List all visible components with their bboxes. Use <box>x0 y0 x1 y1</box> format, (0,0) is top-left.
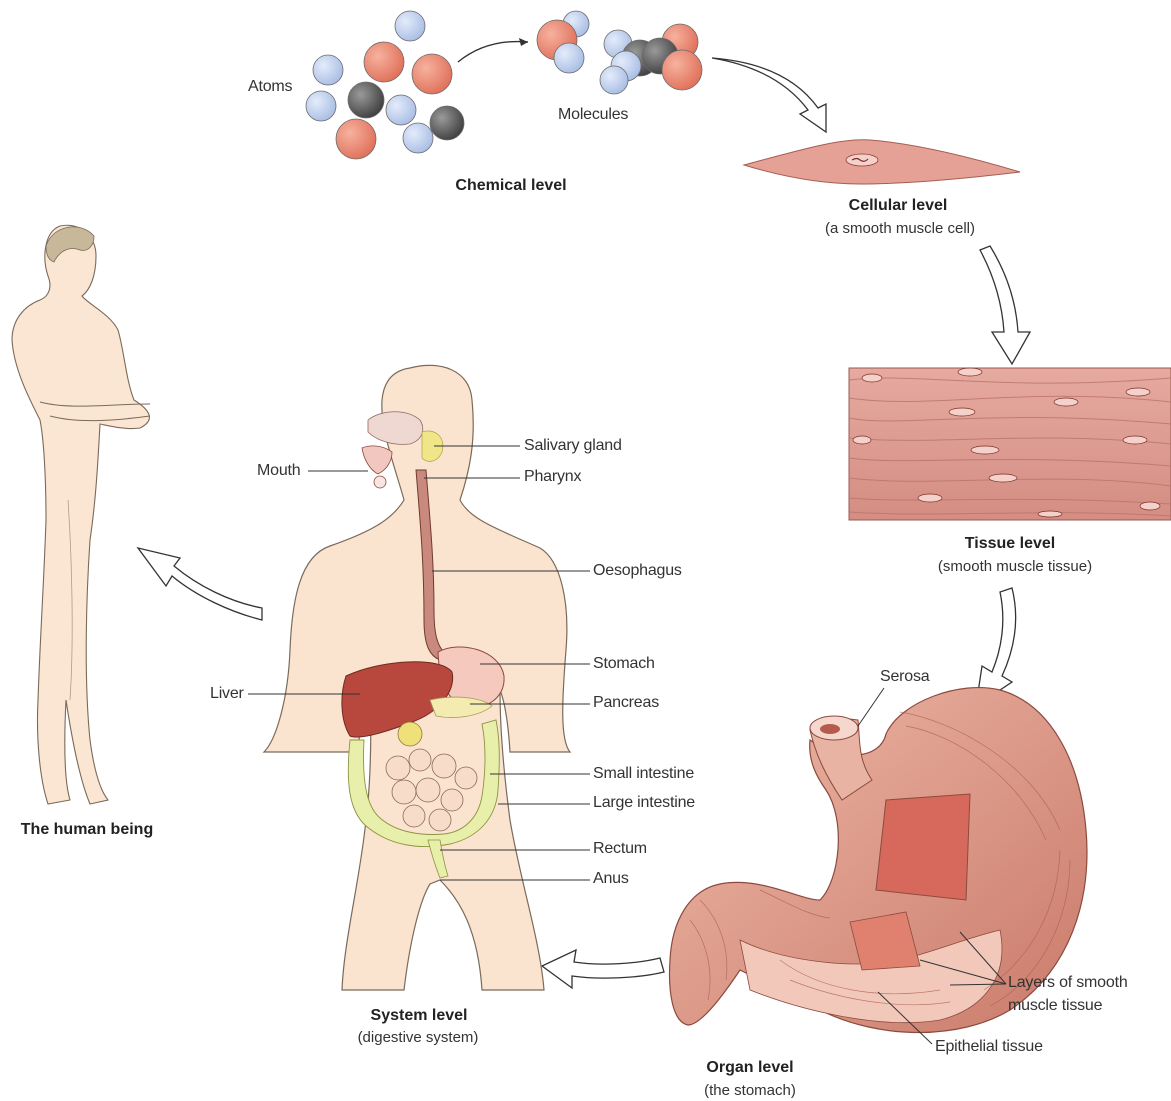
smooth-muscle-tissue <box>849 368 1171 520</box>
atoms-label: Atoms <box>248 78 292 96</box>
anus-label: Anus <box>593 870 629 888</box>
system-level-subtitle: (digestive system) <box>340 1029 496 1047</box>
tissue-level-subtitle: (smooth muscle tissue) <box>920 558 1110 576</box>
human-being-figure <box>12 225 150 804</box>
salivary-gland-label: Salivary gland <box>524 437 622 455</box>
organ-level-subtitle: (the stomach) <box>680 1082 820 1100</box>
molecules-cluster <box>537 11 702 94</box>
layers-label-line1: Layers of smooth <box>1008 974 1128 992</box>
large-intestine-label: Large intestine <box>593 794 695 812</box>
oesophagus-label: Oesophagus <box>593 562 682 580</box>
system-level-title: System level <box>356 1006 482 1026</box>
pancreas-label: Pancreas <box>593 694 659 712</box>
arrow-molecules-to-cell <box>712 58 826 132</box>
digestive-system-figure <box>248 365 590 990</box>
atoms-cluster <box>306 11 464 159</box>
stomach-label: Stomach <box>593 655 655 673</box>
molecules-label: Molecules <box>558 106 628 124</box>
chemical-level-title: Chemical level <box>438 176 584 196</box>
cellular-level-title: Cellular level <box>838 196 958 216</box>
mouth-label: Mouth <box>257 462 300 480</box>
organ-level-title: Organ level <box>690 1058 810 1078</box>
liver-label: Liver <box>210 685 244 703</box>
arrow-atoms-to-molecules <box>458 38 528 62</box>
tissue-level-title: Tissue level <box>950 534 1070 554</box>
pharynx-label: Pharynx <box>524 468 581 486</box>
arrow-cell-to-tissue <box>980 246 1030 364</box>
human-being-title: The human being <box>12 820 162 840</box>
smooth-muscle-cell <box>744 140 1020 184</box>
arrow-organ-to-system <box>542 950 664 988</box>
serosa-label: Serosa <box>880 668 930 686</box>
layers-label-line2: muscle tissue <box>1008 997 1102 1015</box>
cellular-level-subtitle: (a smooth muscle cell) <box>800 220 1000 238</box>
small-intestine-label: Small intestine <box>593 765 694 783</box>
arrow-system-to-human <box>138 548 262 620</box>
rectum-label: Rectum <box>593 840 647 858</box>
epithelial-tissue-label: Epithelial tissue <box>935 1038 1043 1056</box>
